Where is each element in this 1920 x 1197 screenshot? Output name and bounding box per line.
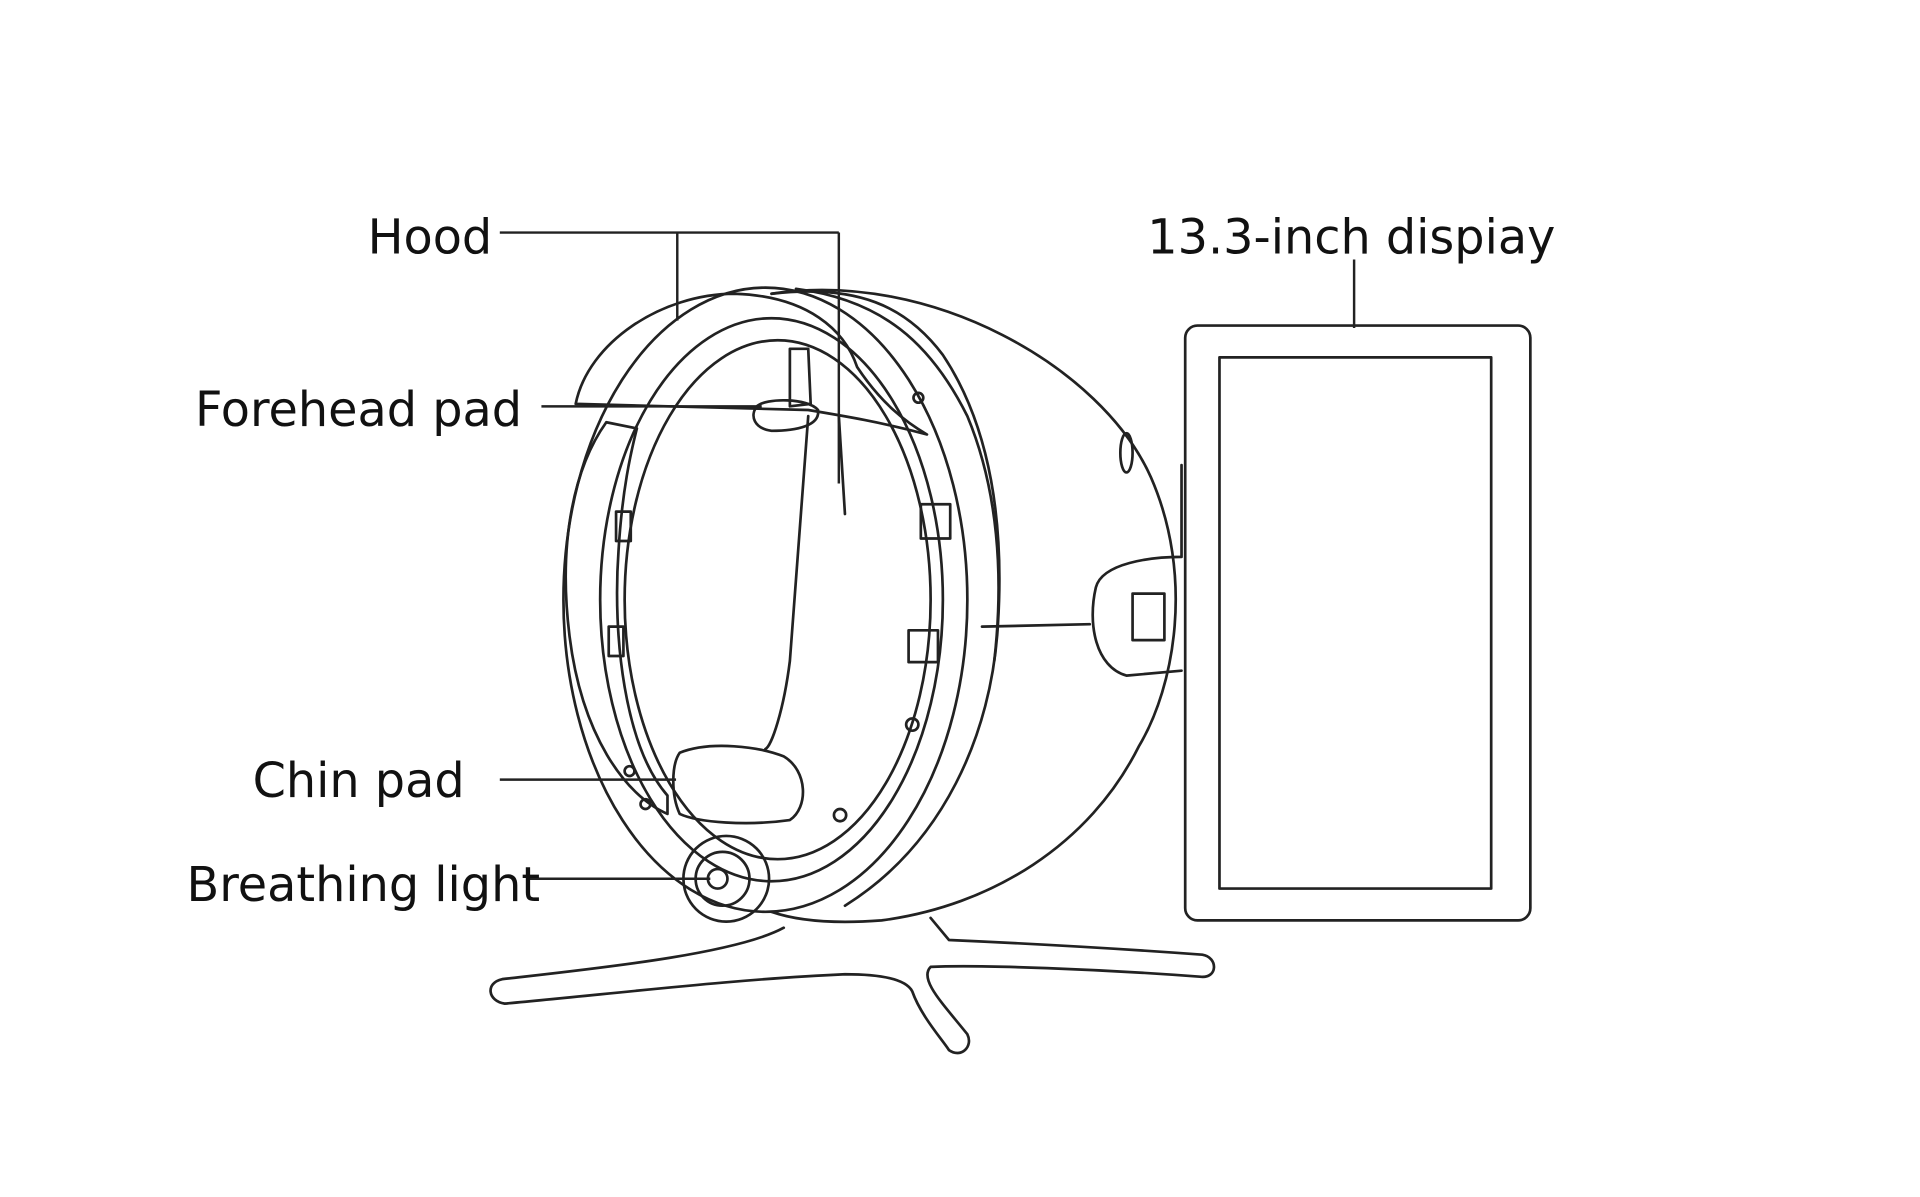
leader-lines [499, 231, 1356, 881]
label-display: 13.3-inch dispiay [1147, 210, 1555, 265]
label-chin-pad: Chin pad [253, 754, 465, 809]
label-forehead-pad: Forehead pad [195, 383, 522, 438]
label-hood: Hood [368, 210, 493, 265]
device-body [562, 286, 1183, 924]
stand [489, 916, 1216, 1055]
display-screen [1183, 324, 1532, 922]
label-breathing-light: Breathing light [186, 858, 540, 913]
